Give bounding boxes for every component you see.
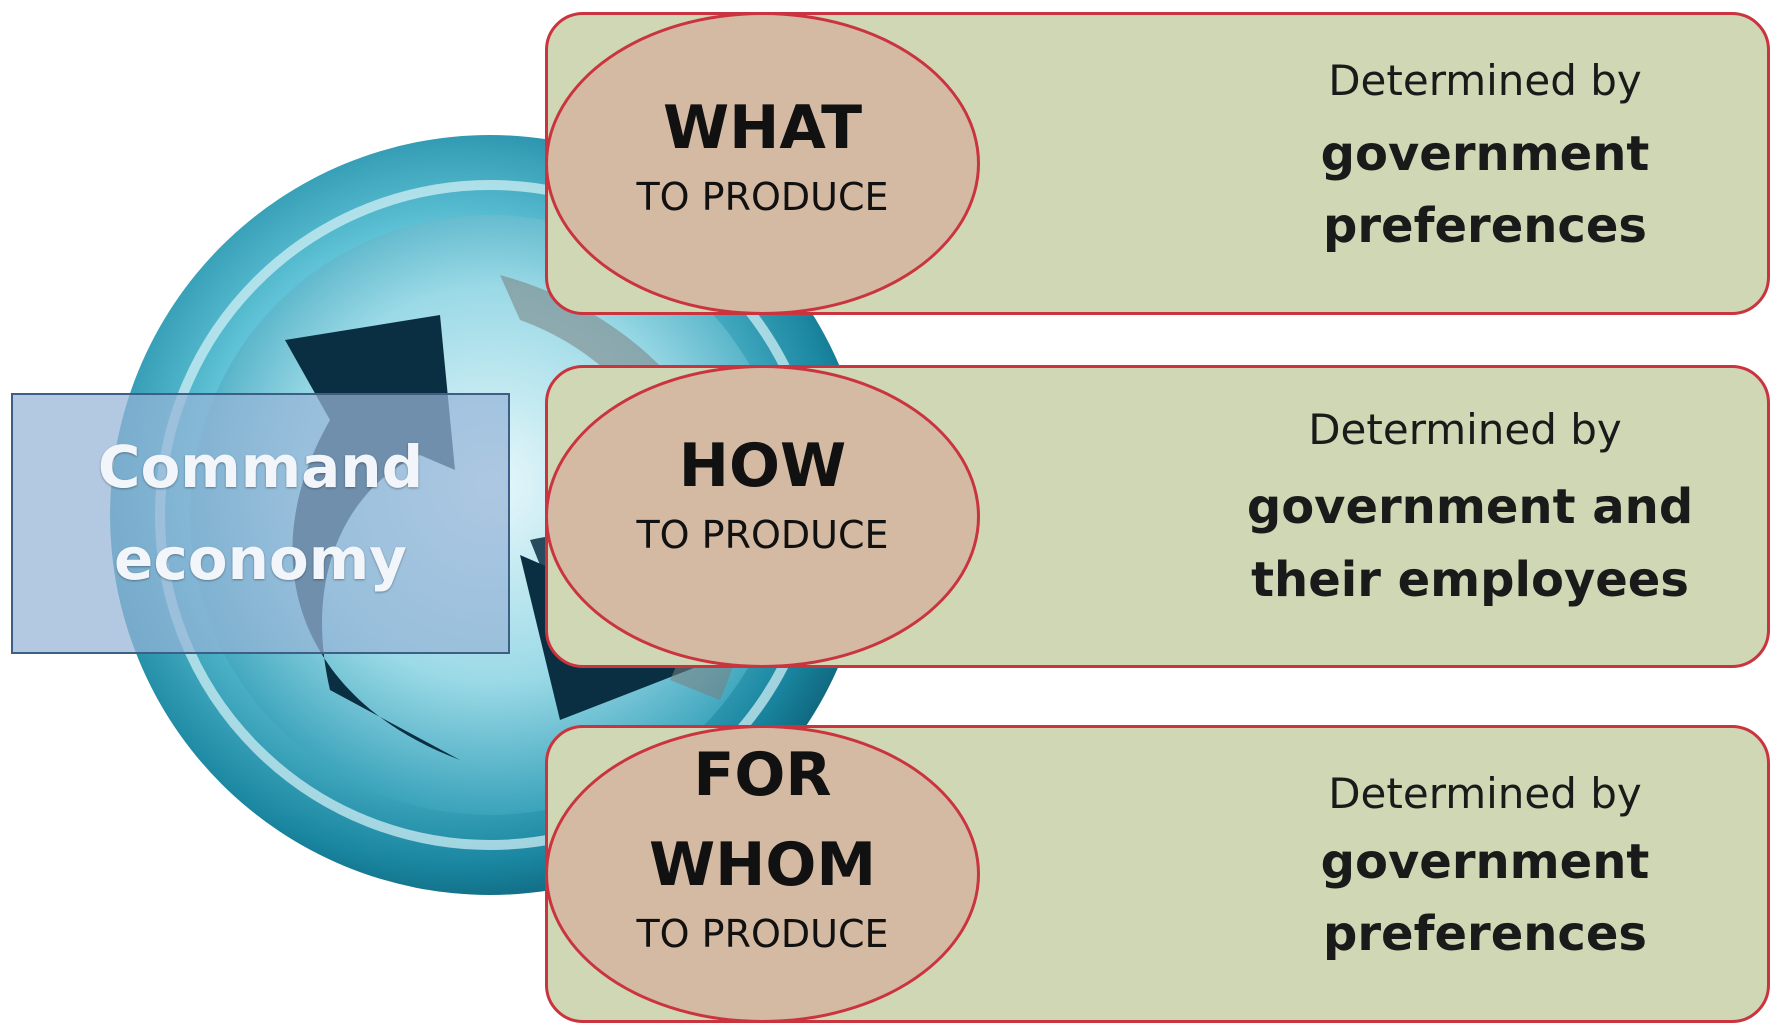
center-label-box xyxy=(11,393,510,654)
question-what-sub: TO PRODUCE xyxy=(636,175,889,219)
question-bubble-what xyxy=(545,12,980,315)
question-bubble-how xyxy=(545,365,980,668)
question-what: WHAT xyxy=(662,93,863,163)
question-how: HOW xyxy=(678,431,847,501)
answer-for-whom-line-1: government xyxy=(1320,834,1650,890)
answer-for-whom-line-2: preferences xyxy=(1323,906,1647,962)
determined-label-what: Determined by xyxy=(1328,56,1642,105)
determined-label-for-whom: Determined by xyxy=(1328,769,1642,818)
question-bubble-for-whom xyxy=(545,725,980,1023)
center-label-line-2: economy xyxy=(114,525,407,593)
answer-how-line-2: their employees xyxy=(1251,552,1689,608)
question-whom: WHOM xyxy=(648,830,877,900)
answer-what-line-2: preferences xyxy=(1323,198,1647,254)
question-for: FOR xyxy=(693,740,832,810)
question-for-whom-sub: TO PRODUCE xyxy=(636,912,889,956)
question-how-sub: TO PRODUCE xyxy=(636,513,889,557)
center-label-line-1: Command xyxy=(97,433,424,501)
determined-label-how: Determined by xyxy=(1308,405,1622,454)
answer-what-line-1: government xyxy=(1320,126,1650,182)
answer-how-line-1: government and xyxy=(1246,479,1694,535)
